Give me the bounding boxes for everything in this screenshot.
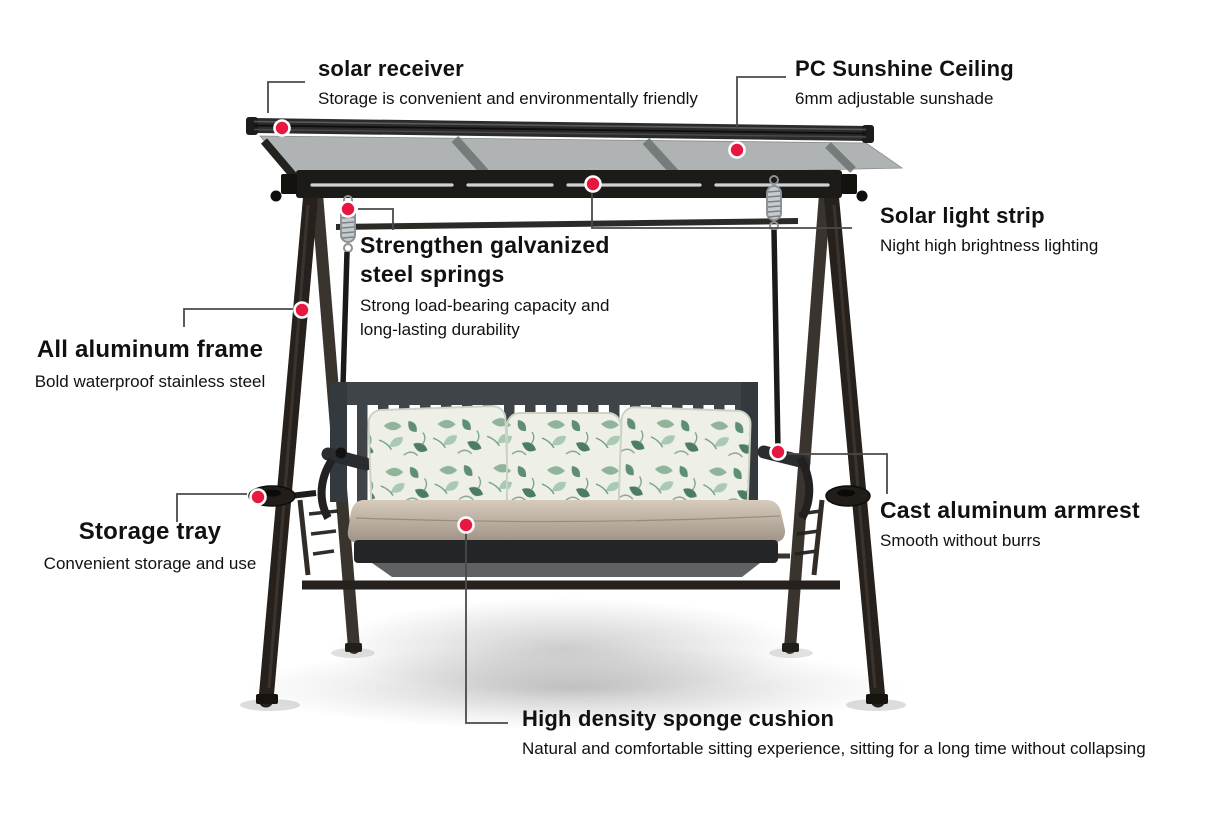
- solar-receiver-bar: [246, 117, 874, 143]
- hanger-strap-right: [771, 229, 781, 451]
- annotation-subtitle: Convenient storage and use: [43, 553, 257, 573]
- annotation-subtitle: Bold waterproof stainless steel: [34, 371, 266, 391]
- right-a-frame: [823, 184, 888, 708]
- annotation-solar-receiver: solar receiver Storage is convenient and…: [318, 55, 698, 111]
- annotation-subtitle: Night high brightness lighting: [880, 236, 1099, 256]
- seat-cushion: [347, 500, 786, 543]
- hotspot-tray: [249, 488, 267, 506]
- annotation-subtitle: Natural and comfortable sitting experien…: [522, 739, 1146, 759]
- hotspot-dots: [249, 119, 787, 534]
- bench: [317, 382, 814, 577]
- hotspot-solar-strip: [584, 175, 602, 193]
- annotation-title: Storage tray: [78, 518, 222, 545]
- annotation-storage-tray: Storage tray Convenient storage and use: [35, 517, 265, 576]
- callout-connectors: [176, 76, 888, 724]
- hotspot-armrest: [769, 443, 787, 461]
- annotation-title: Strengthen galvanized steel springs: [360, 232, 610, 288]
- strap-pivot-left: [335, 447, 347, 459]
- rear-rail: [335, 218, 799, 230]
- left-stile: [330, 382, 347, 502]
- annotation-subtitle: Storage is convenient and environmentall…: [318, 89, 698, 109]
- annotation-title: Cast aluminum armrest: [880, 497, 1140, 523]
- annotation-pc-sunshine-ceiling: PC Sunshine Ceiling 6mm adjustable sunsh…: [795, 55, 1014, 111]
- annotation-subtitle: Smooth without burrs: [880, 531, 1041, 551]
- annotation-subtitle: Strong load-bearing capacity and long-la…: [360, 295, 610, 339]
- armrest-left: [317, 447, 373, 520]
- annotation-subtitle: 6mm adjustable sunshade: [795, 89, 994, 109]
- annotation-title: solar receiver: [318, 56, 464, 81]
- annotation-sponge-cushion: High density sponge cushion Natural and …: [522, 705, 1146, 761]
- top-beam: [270, 170, 868, 202]
- seat-bottom-rail: [354, 540, 778, 563]
- seat-underside: [372, 563, 760, 577]
- annotation-cast-aluminum-armrest: Cast aluminum armrest Smooth without bur…: [880, 496, 1140, 554]
- left-a-frame: [256, 184, 319, 708]
- annotation-title: Solar light strip: [880, 203, 1045, 228]
- back-top-rail: [330, 382, 758, 405]
- hotspot-pc-ceiling: [728, 141, 746, 159]
- spring-right: [766, 175, 782, 231]
- annotation-title: All aluminum frame: [36, 336, 264, 363]
- annotation-steel-springs: Strengthen galvanized steel springs Stro…: [360, 231, 660, 342]
- hotspot-solar-receiver: [273, 119, 291, 137]
- hotspot-springs: [339, 200, 357, 218]
- annotation-title: PC Sunshine Ceiling: [795, 56, 1014, 81]
- annotation-title: High density sponge cushion: [522, 706, 835, 731]
- storage-tray-right: [825, 485, 871, 507]
- hotspot-cushion: [457, 516, 475, 534]
- annotation-solar-light-strip: Solar light strip Night high brightness …: [880, 202, 1098, 258]
- left-side-bracket: [297, 499, 339, 576]
- annotation-aluminum-frame: All aluminum frame Bold waterproof stain…: [10, 335, 290, 394]
- hotspot-frame: [293, 301, 311, 319]
